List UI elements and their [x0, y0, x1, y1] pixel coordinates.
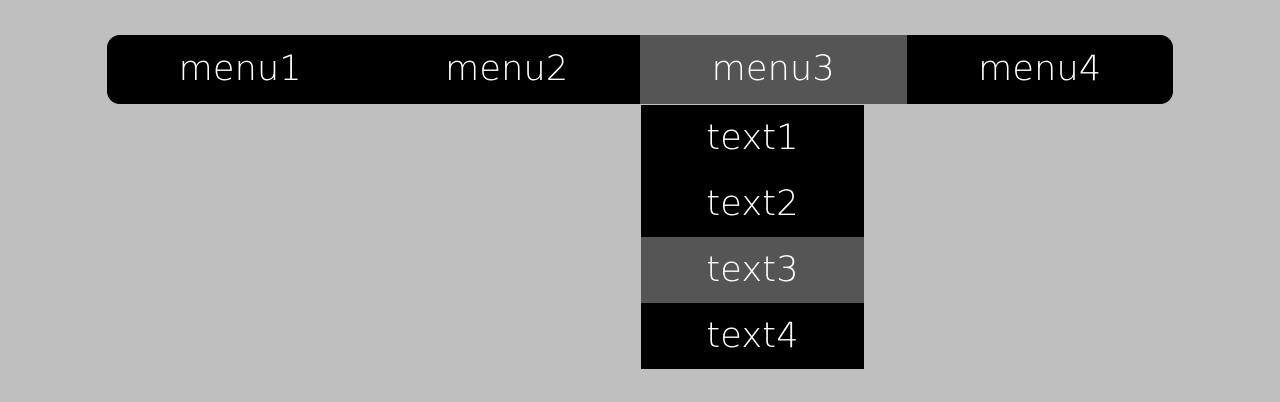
dropdown-item-label: text2 — [706, 183, 799, 224]
dropdown-item-label: text1 — [706, 117, 799, 158]
dropdown-item-text1[interactable]: text1 — [641, 105, 864, 171]
dropdown-item-text3[interactable]: text3 — [641, 237, 864, 303]
dropdown-item-text4[interactable]: text4 — [641, 303, 864, 369]
menu-item-menu3[interactable]: menu3 — [640, 35, 907, 104]
menu-item-label: menu2 — [445, 49, 569, 89]
menu-bar: menu1 menu2 menu3 menu4 — [107, 35, 1173, 104]
menu-item-label: menu1 — [178, 49, 302, 89]
dropdown-menu-menu3: text1 text2 text3 text4 — [641, 105, 864, 369]
dropdown-item-label: text4 — [706, 315, 799, 356]
menu-item-label: menu3 — [711, 49, 835, 89]
menu-item-menu1[interactable]: menu1 — [107, 35, 374, 104]
dropdown-item-text2[interactable]: text2 — [641, 171, 864, 237]
menu-item-menu2[interactable]: menu2 — [373, 35, 640, 104]
dropdown-item-label: text3 — [706, 249, 799, 290]
menu-item-label: menu4 — [978, 49, 1102, 89]
menu-item-menu4[interactable]: menu4 — [906, 35, 1173, 104]
